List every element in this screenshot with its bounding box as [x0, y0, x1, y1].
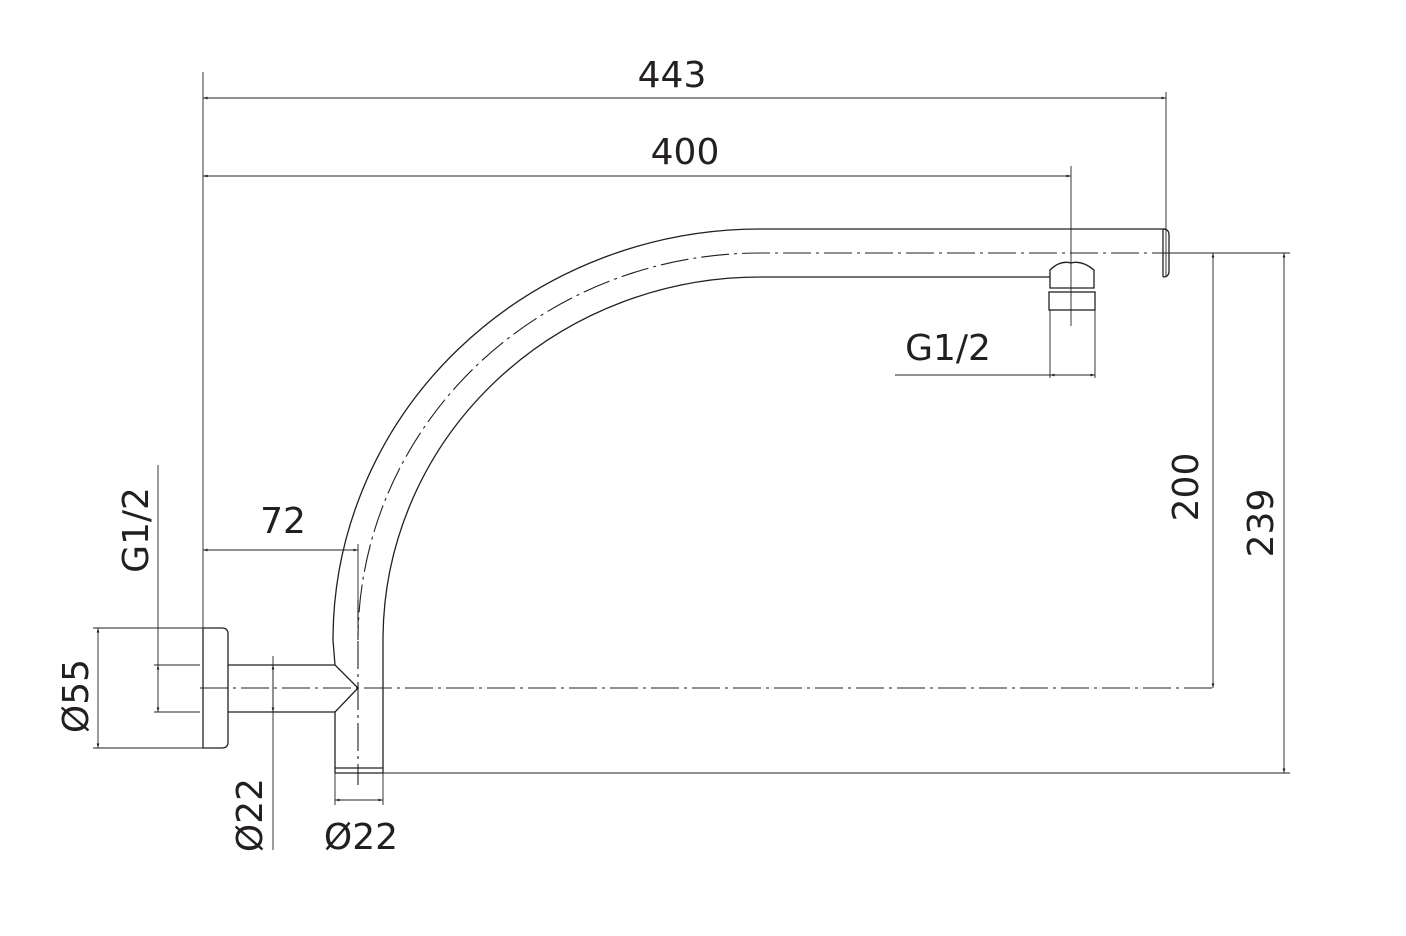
dimension-239: 239	[383, 253, 1290, 774]
dimension-label: Ø22	[230, 778, 271, 852]
dimension-443: 443	[203, 55, 1167, 276]
dimension-arm-pipe-diameter: Ø22	[324, 773, 398, 858]
wall-flange	[200, 627, 1215, 749]
dimension-label: 200	[1166, 453, 1207, 522]
dimension-label: 72	[260, 501, 306, 542]
dimension-flange-diameter: Ø55	[56, 627, 203, 749]
dimension-label: 400	[651, 132, 720, 173]
dimension-inlet-thread: G1/2	[116, 465, 200, 713]
dimension-label: 239	[1241, 489, 1282, 558]
dimension-outlet-thread: G1/2	[895, 328, 1095, 377]
dimension-label: Ø55	[56, 659, 97, 733]
dimension-400: 400	[203, 132, 1072, 326]
shower-arm-pipe	[332, 228, 1180, 785]
dimension-label: G1/2	[116, 487, 157, 573]
dimension-label: G1/2	[905, 328, 991, 369]
outlet-nozzle	[1048, 261, 1096, 378]
dimension-label: Ø22	[324, 817, 398, 858]
dimension-72: 72	[203, 501, 359, 600]
dimension-label: 443	[638, 55, 707, 96]
dimension-200: 200	[1166, 252, 1290, 688]
dimension-inlet-pipe-diameter: Ø22	[230, 656, 275, 852]
